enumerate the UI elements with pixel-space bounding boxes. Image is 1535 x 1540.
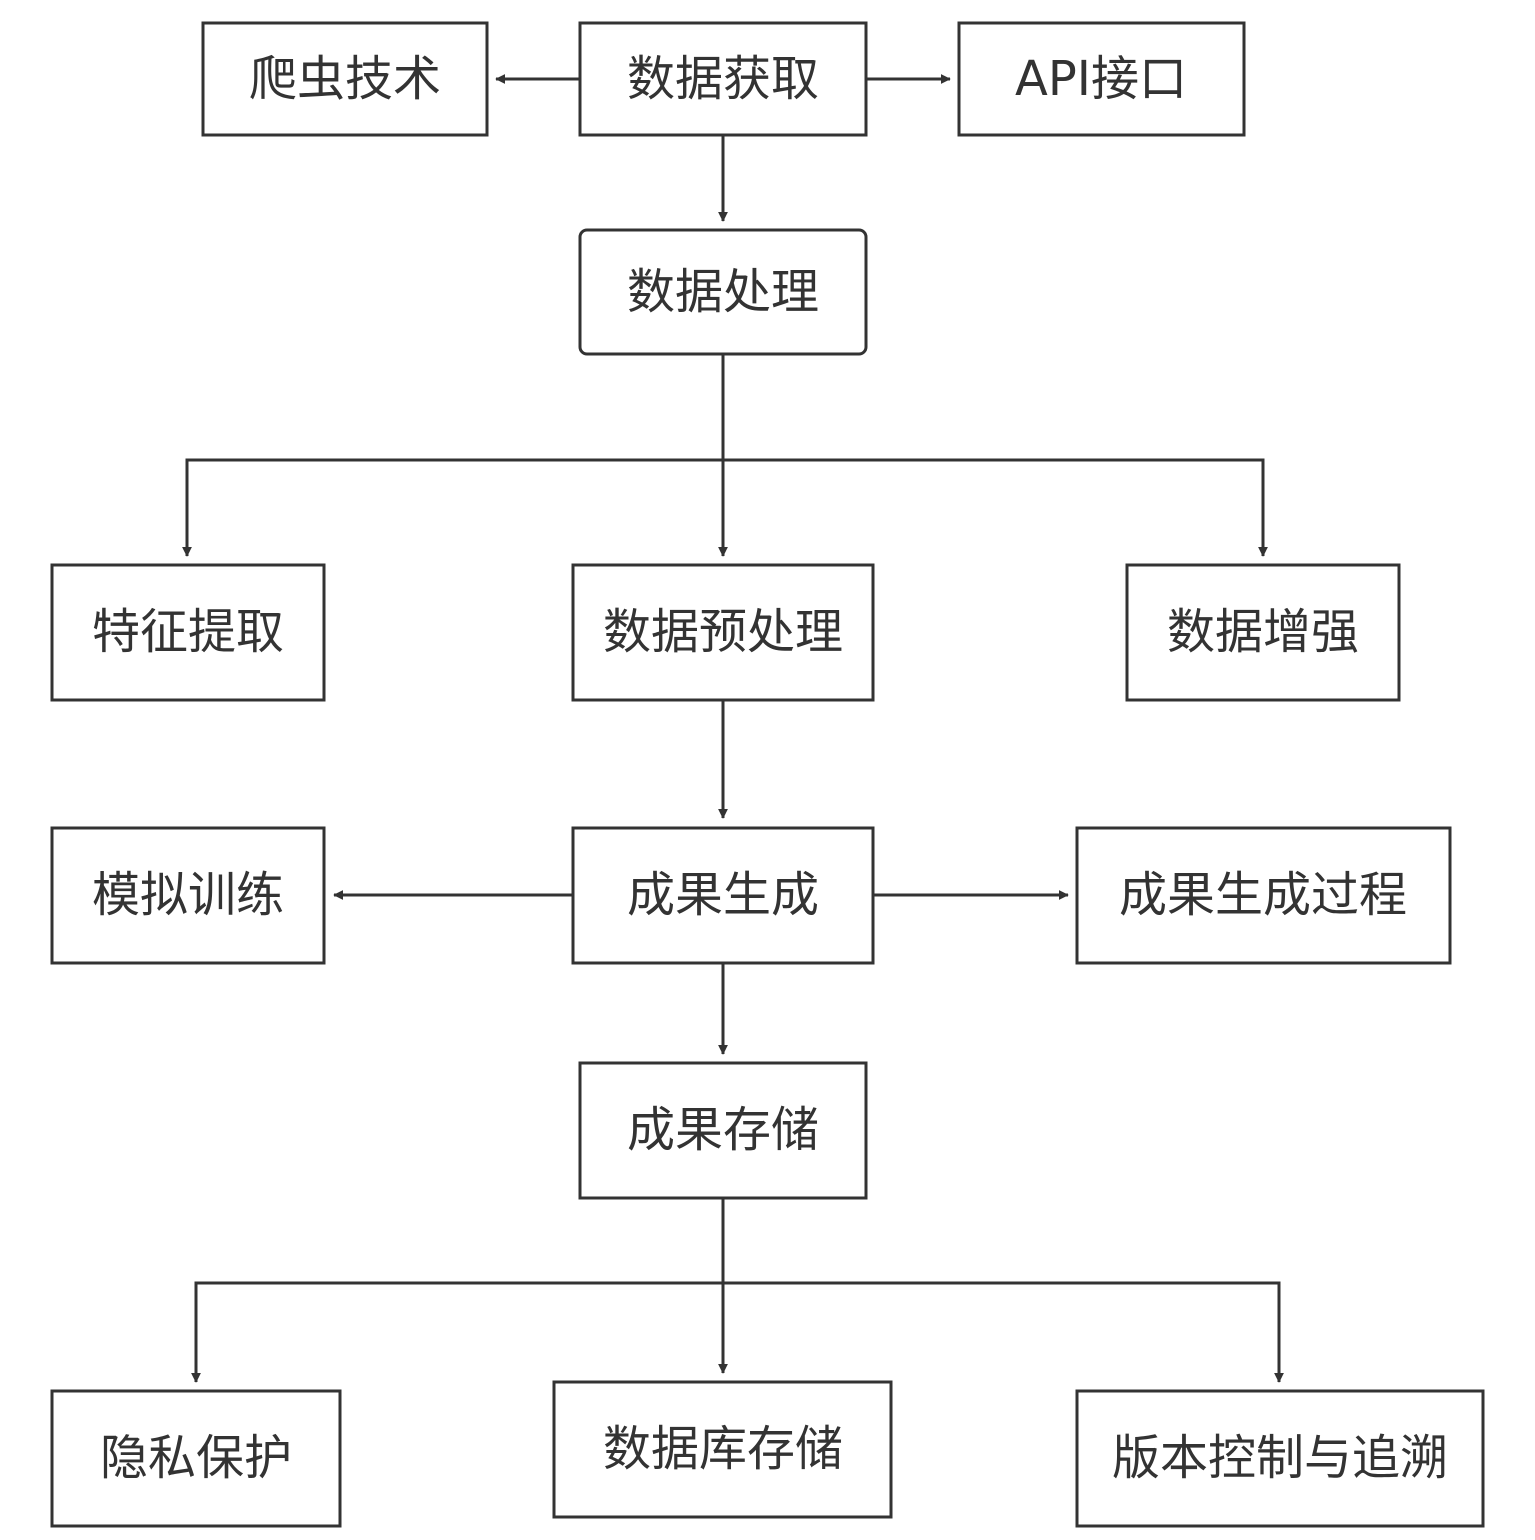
node-augment[interactable]: 数据增强 [1125, 563, 1401, 702]
node-crawler[interactable]: 爬虫技术 [201, 21, 489, 137]
edge-process-feature [182, 458, 723, 557]
node-feature[interactable]: 特征提取 [50, 563, 326, 702]
node-process-label: 数据处理 [627, 264, 819, 320]
edges [182, 74, 1284, 1383]
node-db-store[interactable]: 数据库存储 [552, 1380, 893, 1519]
node-privacy-label: 隐私保护 [100, 1430, 292, 1486]
node-api-label: API接口 [1015, 51, 1187, 107]
node-generate-label: 成果生成 [627, 867, 819, 923]
node-feature-label: 特征提取 [92, 604, 284, 660]
node-gen-process-label: 成果生成过程 [1119, 867, 1407, 923]
node-db-store-label: 数据库存储 [603, 1421, 843, 1477]
edge-store-versioning [723, 1281, 1284, 1383]
node-acquire-label: 数据获取 [627, 51, 819, 107]
node-api[interactable]: API接口 [957, 21, 1246, 137]
node-gen-process[interactable]: 成果生成过程 [1075, 826, 1452, 965]
node-acquire[interactable]: 数据获取 [578, 21, 868, 137]
node-simulate-label: 模拟训练 [92, 867, 284, 923]
node-store-label: 成果存储 [627, 1102, 819, 1158]
edge-process-augment [723, 458, 1268, 557]
node-augment-label: 数据增强 [1167, 604, 1359, 660]
node-crawler-label: 爬虫技术 [249, 51, 441, 107]
node-privacy[interactable]: 隐私保护 [50, 1389, 342, 1528]
node-versioning[interactable]: 版本控制与追溯 [1075, 1389, 1485, 1528]
node-simulate[interactable]: 模拟训练 [50, 826, 326, 965]
node-store[interactable]: 成果存储 [578, 1061, 868, 1200]
node-generate[interactable]: 成果生成 [571, 826, 875, 965]
node-preprocess-label: 数据预处理 [603, 604, 843, 660]
node-process[interactable]: 数据处理 [578, 228, 868, 356]
edge-store-privacy [191, 1281, 723, 1383]
node-preprocess[interactable]: 数据预处理 [571, 563, 875, 702]
node-versioning-label: 版本控制与追溯 [1112, 1430, 1448, 1486]
